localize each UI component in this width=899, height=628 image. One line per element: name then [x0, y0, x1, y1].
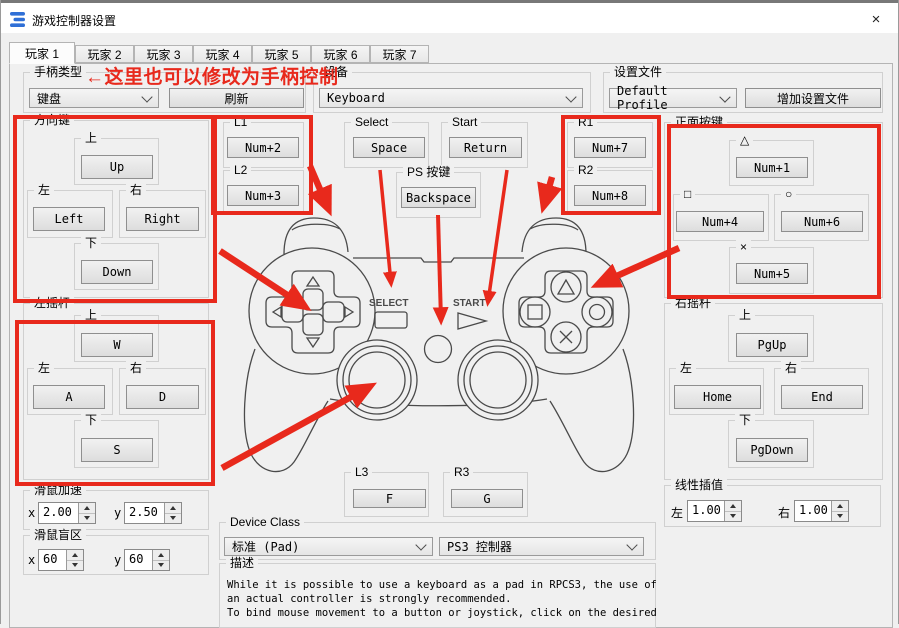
- chevron-down-icon: [565, 90, 577, 103]
- rs-left-bind-button[interactable]: Home: [674, 385, 761, 409]
- ls-down-bind-button[interactable]: S: [81, 438, 153, 462]
- dpad-right-bind-button[interactable]: Right: [126, 207, 199, 231]
- circle-bind-button[interactable]: Num+6: [781, 211, 863, 232]
- description-line: To bind mouse movement to a button or jo…: [227, 607, 657, 619]
- rs-right-bind-button[interactable]: End: [781, 385, 863, 409]
- tab-player-2[interactable]: 玩家 2: [75, 45, 134, 63]
- accel-y-label: y: [114, 506, 122, 520]
- window-top-edge: [1, 0, 898, 3]
- spin-up-icon[interactable]: [153, 550, 169, 561]
- tab-player-4[interactable]: 玩家 4: [193, 45, 252, 63]
- interp-right-label: 右: [778, 506, 791, 520]
- rs-up-group: 上: [728, 308, 814, 362]
- l3-bind-button[interactable]: F: [353, 489, 426, 508]
- tab-player-6[interactable]: 玩家 6: [311, 45, 370, 63]
- spin-up-icon[interactable]: [832, 501, 848, 512]
- spin-up-icon[interactable]: [725, 501, 741, 512]
- ps-bind-button[interactable]: Backspace: [401, 187, 476, 208]
- description-group: 描述 While it is possible to use a keyboar…: [219, 556, 657, 628]
- description-line: While it is possible to use a keyboard a…: [227, 579, 657, 591]
- profile-group: 设置文件: [603, 65, 883, 113]
- deadzone-x-label: x: [28, 553, 36, 567]
- device-class-select[interactable]: 标准 (Pad): [224, 537, 433, 556]
- ps-group: PS 按键: [396, 165, 481, 218]
- interp-left-spinner[interactable]: 1.00: [687, 500, 742, 522]
- profile-select[interactable]: Default Profile: [609, 84, 737, 112]
- tab-player-1[interactable]: 玩家 1: [9, 42, 75, 64]
- chevron-down-icon: [415, 539, 427, 551]
- spin-down-icon[interactable]: [79, 514, 95, 524]
- right-stick-group: 右摇杆: [664, 296, 883, 480]
- rs-down-group: 下: [728, 413, 814, 468]
- device-select[interactable]: Keyboard: [319, 88, 583, 108]
- add-profile-button[interactable]: 增加设置文件: [745, 88, 881, 108]
- spin-down-icon[interactable]: [153, 561, 169, 571]
- mouse-accel-group: 滑鼠加速: [23, 483, 209, 530]
- accel-x-spinner[interactable]: 2.00: [38, 502, 96, 524]
- cross-bind-button[interactable]: Num+5: [736, 263, 808, 284]
- deadzone-y-label: y: [114, 553, 122, 567]
- ls-up-bind-button[interactable]: W: [81, 333, 153, 357]
- chevron-down-icon: [141, 90, 153, 103]
- rs-down-bind-button[interactable]: PgDown: [736, 438, 808, 462]
- spin-up-icon[interactable]: [67, 550, 83, 561]
- triangle-bind-button[interactable]: Num+1: [736, 157, 808, 178]
- dpad-left-bind-button[interactable]: Left: [33, 207, 105, 231]
- accel-y-spinner[interactable]: 2.50: [124, 502, 182, 524]
- r3-group: R3: [443, 465, 528, 517]
- spin-down-icon[interactable]: [67, 561, 83, 571]
- close-icon[interactable]: ×: [871, 10, 881, 28]
- tab-player-3[interactable]: 玩家 3: [134, 45, 193, 63]
- title-bar: 游戏控制器设置 ×: [1, 3, 898, 33]
- dpad-up-bind-button[interactable]: Up: [81, 155, 153, 179]
- start-group: Start: [441, 115, 528, 168]
- spin-up-icon[interactable]: [79, 503, 95, 514]
- select-group: Select: [344, 115, 429, 168]
- controller-type-select[interactable]: PS3 控制器: [439, 537, 644, 556]
- square-bind-button[interactable]: Num+4: [676, 211, 764, 232]
- tab-player-5[interactable]: 玩家 5: [252, 45, 311, 63]
- spin-up-icon[interactable]: [165, 503, 181, 514]
- handler-select[interactable]: 键盘: [29, 88, 159, 108]
- spin-down-icon[interactable]: [725, 512, 741, 522]
- window-title: 游戏控制器设置: [32, 14, 117, 28]
- tab-player-7[interactable]: 玩家 7: [370, 45, 429, 63]
- interpolation-group: 线性插值: [664, 478, 881, 527]
- r1-bind-button[interactable]: Num+7: [574, 137, 646, 158]
- interp-right-spinner[interactable]: 1.00: [794, 500, 849, 522]
- select-bind-button[interactable]: Space: [353, 137, 425, 158]
- rpcs3-logo-icon: [10, 12, 25, 27]
- spin-down-icon[interactable]: [832, 512, 848, 522]
- spin-down-icon[interactable]: [165, 514, 181, 524]
- r2-bind-button[interactable]: Num+8: [574, 185, 646, 206]
- mouse-deadzone-group: 滑鼠盲区: [23, 528, 209, 575]
- deadzone-x-spinner[interactable]: 60: [38, 549, 84, 571]
- interp-left-label: 左: [671, 506, 684, 520]
- annotation-note: ←这里也可以修改为手柄控制: [85, 67, 339, 88]
- rs-up-bind-button[interactable]: PgUp: [736, 333, 808, 357]
- handler-group: 手柄类型: [23, 65, 306, 113]
- description-line: an actual controller is strongly recomme…: [227, 593, 512, 605]
- accel-x-label: x: [28, 506, 36, 520]
- l2-bind-button[interactable]: Num+3: [227, 185, 299, 206]
- l1-bind-button[interactable]: Num+2: [227, 137, 299, 158]
- ls-right-bind-button[interactable]: D: [126, 385, 199, 409]
- start-bind-button[interactable]: Return: [449, 137, 522, 158]
- handler-group-label: 手柄类型: [30, 65, 87, 80]
- r3-bind-button[interactable]: G: [451, 489, 523, 508]
- refresh-button[interactable]: 刷新: [169, 88, 304, 108]
- device-class-group: Device Class: [219, 515, 656, 560]
- device-group-label: 设备: [320, 65, 353, 80]
- deadzone-y-spinner[interactable]: 60: [124, 549, 170, 571]
- dpad-down-bind-button[interactable]: Down: [81, 260, 153, 284]
- chevron-down-icon: [626, 539, 638, 551]
- rs-right-group: 右: [774, 361, 869, 415]
- profile-group-label: 设置文件: [610, 65, 667, 80]
- rs-left-group: 左: [669, 361, 764, 415]
- ls-left-bind-button[interactable]: A: [33, 385, 105, 409]
- device-group: 设备: [313, 65, 591, 113]
